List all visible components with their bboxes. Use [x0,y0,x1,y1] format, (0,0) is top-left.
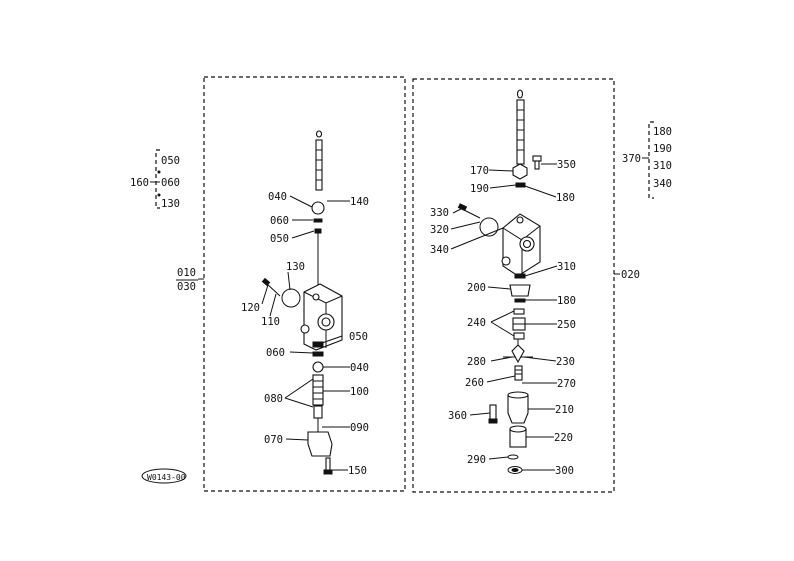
left-group-callout: 160 [130,177,149,189]
part-label: 220 [554,432,573,444]
diagram-code-stamp [141,468,187,484]
bullet-dot [157,170,161,174]
right-leaders [450,163,558,471]
part-label: 060 [270,215,289,227]
part-label: 050 [270,233,289,245]
part-label: 300 [555,465,574,477]
part-label: 190 [470,183,489,195]
part-label: 200 [467,282,486,294]
part-label: 080 [264,393,283,405]
assembly-label-left-top: 010 [177,267,196,279]
part-label: 040 [268,191,287,203]
part-label: 180 [556,192,575,204]
assembly-label-left-bottom: 030 [177,281,196,293]
part-label: 050 [349,331,368,343]
part-label: 180 [557,295,576,307]
left-assembly-frame [203,76,406,492]
right-group-item: 190 [653,143,672,155]
part-label: 290 [467,454,486,466]
right-group-item: 180 [653,126,672,138]
left-group-bracket [150,149,160,209]
part-label: 060 [266,347,285,359]
left-group-item: 130 [161,198,180,210]
left-group-item: 050 [161,155,180,167]
part-label: 320 [430,224,449,236]
left-leaders [261,195,350,471]
diagram-code: W0143-00 [147,473,186,482]
part-label: 090 [350,422,369,434]
part-label: 110 [261,316,280,328]
part-label: 340 [430,244,449,256]
right-assembly-frame [412,78,615,493]
part-label: 070 [264,434,283,446]
assembly-label-right: 020 [621,269,640,281]
left-group-item: 060 [161,177,180,189]
part-label: 330 [430,207,449,219]
right-group-bracket [642,121,654,199]
right-valve-drawing [457,89,542,474]
part-label: 120 [241,302,260,314]
part-label: 360 [448,410,467,422]
part-label: 240 [467,317,486,329]
right-group-callout: 370 [622,153,641,165]
part-label: 280 [467,356,486,368]
bullet-dot [157,193,161,197]
part-label: 250 [557,319,576,331]
part-label: 100 [350,386,369,398]
part-label: 040 [350,362,369,374]
right-group-item: 310 [653,160,672,172]
left-valve-drawing [261,130,343,475]
right-group-item: 340 [653,178,672,190]
part-label: 140 [350,196,369,208]
part-label: 150 [348,465,367,477]
part-label: 260 [465,377,484,389]
part-label: 170 [470,165,489,177]
part-label: 230 [556,356,575,368]
part-label: 350 [557,159,576,171]
part-label: 310 [557,261,576,273]
part-label: 210 [555,404,574,416]
part-label: 130 [286,261,305,273]
part-label: 270 [557,378,576,390]
